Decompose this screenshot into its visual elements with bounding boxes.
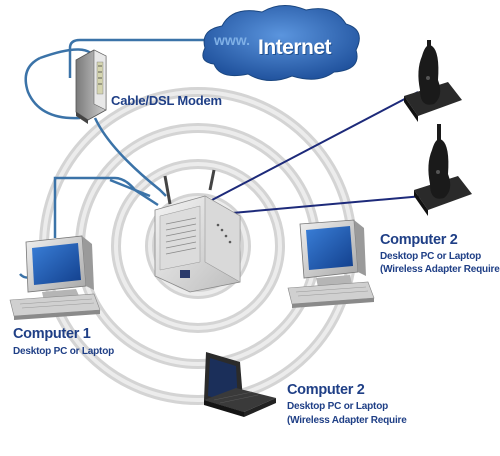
computer-2-laptop [204, 352, 276, 417]
computer-2-desktop [287, 219, 375, 308]
internet-www-label: www. [214, 32, 251, 48]
modem-label: Cable/DSL Modem [111, 93, 222, 108]
wireless-router [154, 169, 241, 293]
computer-1-desktop [9, 235, 101, 320]
computer-2-bottom-title: Computer 2 [287, 382, 365, 398]
computer-2-right-title: Computer 2 [380, 232, 458, 248]
internet-label: Internet [258, 36, 332, 59]
computer-2-right-line1: Desktop PC or Laptop [380, 251, 482, 262]
phone-lines [211, 91, 424, 214]
computer-2-bottom-line1: Desktop PC or Laptop [287, 401, 389, 412]
cordless-phone-1 [404, 40, 462, 122]
computer-1-title: Computer 1 [13, 326, 91, 342]
computer-2-bottom-line2: (Wireless Adapter Require [287, 415, 407, 426]
computer-1-subtitle: Desktop PC or Laptop [13, 346, 115, 357]
computer-2-right-line2: (Wireless Adapter Require [380, 264, 500, 275]
internet-cloud [202, 5, 360, 81]
cordless-phone-2 [414, 124, 472, 216]
modem-device [75, 49, 107, 124]
